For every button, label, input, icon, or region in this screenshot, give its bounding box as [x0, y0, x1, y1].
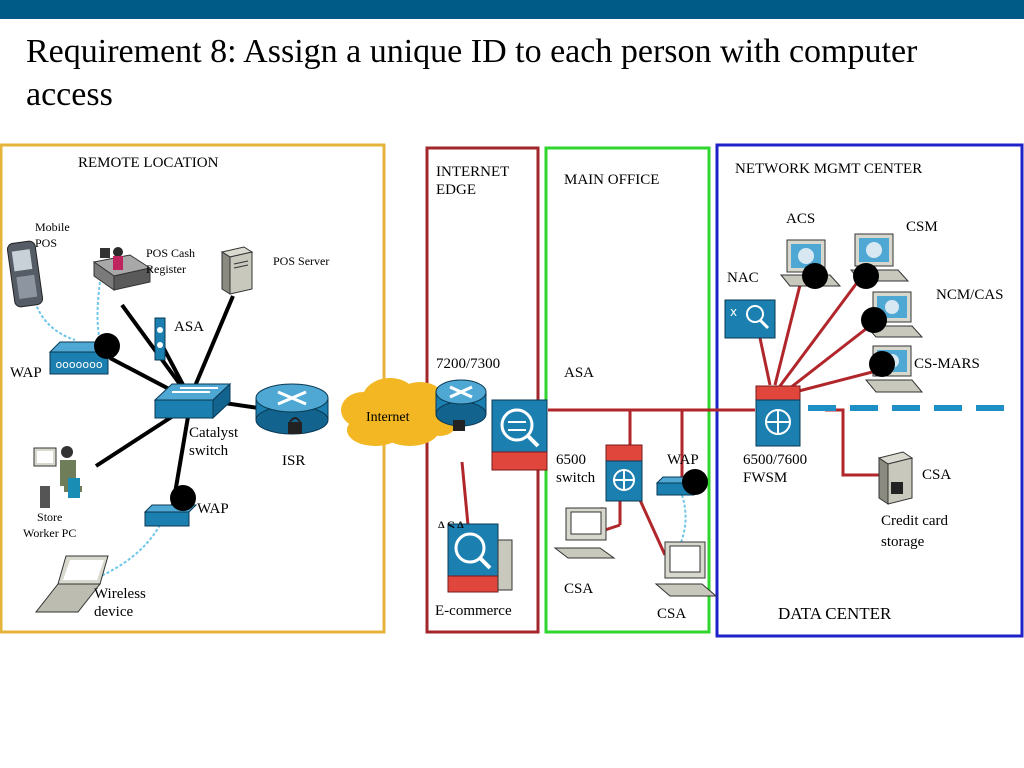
- nac-label: NAC: [727, 270, 759, 286]
- isr-router-icon: [255, 383, 329, 435]
- svg-text:ooooooo: ooooooo: [55, 358, 102, 371]
- wireless-device-label: Wireless device: [94, 586, 146, 620]
- pos-server-icon: [220, 246, 254, 295]
- edge-router-icon: [435, 379, 487, 431]
- main-6500-switch-icon: [605, 444, 643, 502]
- cs-mars-label: CS-MARS: [914, 356, 980, 372]
- isr-label: ISR: [282, 453, 306, 469]
- mobile-pos-icon: [6, 240, 44, 308]
- main-asa-label: ASA: [564, 365, 595, 381]
- dc-csa-label: CSA: [922, 467, 952, 483]
- credit-card-storage-server-icon: [877, 451, 914, 505]
- catalyst-switch-label: Catalyst switch: [189, 425, 239, 459]
- pos-server-label: POS Server: [273, 254, 330, 268]
- ecommerce-asa-icon: [447, 523, 513, 593]
- network-mgmt-center-label: NETWORK MGMT CENTER: [735, 161, 923, 177]
- nac-icon: x: [724, 299, 776, 339]
- remote-asa-label: ASA: [174, 319, 205, 335]
- main-wap-label: WAP: [667, 452, 699, 468]
- edge-asa-icon: [491, 399, 548, 471]
- wap-2-label: WAP: [197, 501, 229, 517]
- credit-card-storage-label: Credit card storage: [881, 513, 949, 550]
- data-center-zone: [715, 143, 1024, 638]
- remote-location-label: REMOTE LOCATION: [78, 155, 219, 171]
- wireless-links: [34, 281, 687, 581]
- svg-text:x: x: [730, 305, 737, 319]
- edge-asa-label: ASA: [436, 519, 467, 528]
- remote-asa-icon: [154, 317, 166, 361]
- pos-cash-register-icon: [92, 247, 152, 291]
- main-office-zone: [544, 146, 711, 634]
- remote-wap-label: WAP: [10, 365, 42, 381]
- store-worker-pc-icon: [33, 446, 82, 508]
- acs-label: ACS: [786, 211, 816, 227]
- mobile-pos-label: Mobile POS: [35, 220, 70, 250]
- pos-cash-register-label: POS Cash Register: [146, 246, 196, 276]
- top-banner: [0, 0, 1024, 19]
- internet-label: Internet: [366, 410, 410, 425]
- ncm-cas-label: NCM/CAS: [936, 287, 1004, 303]
- catalyst-switch-icon: [153, 382, 232, 420]
- status-dots: [94, 263, 895, 511]
- internet-edge-label: INTERNET EDGE: [436, 164, 510, 198]
- slide-title: Requirement 8: Assign a unique ID to eac…: [26, 33, 918, 113]
- csa-b-label: CSA: [657, 606, 687, 622]
- ecommerce-label: E-commerce: [435, 603, 512, 619]
- fwsm-label: 6500/7600 FWSM: [743, 452, 808, 486]
- csa-a-label: CSA: [564, 581, 594, 597]
- fwsm-switch-icon: [755, 385, 801, 447]
- csa-pc-b-icon: [654, 541, 718, 597]
- red-links: [460, 271, 881, 556]
- main-office-label: MAIN OFFICE: [564, 172, 660, 188]
- data-center-label: DATA CENTER: [778, 604, 892, 623]
- csm-label: CSM: [906, 219, 938, 235]
- store-worker-pc-label: Store Worker PC: [23, 510, 77, 540]
- switch-6500-label: 6500 switch: [556, 452, 596, 486]
- csa-pc-a-icon: [553, 507, 616, 559]
- router-7200-label: 7200/7300: [436, 356, 501, 372]
- wireless-laptop-icon: [34, 555, 109, 613]
